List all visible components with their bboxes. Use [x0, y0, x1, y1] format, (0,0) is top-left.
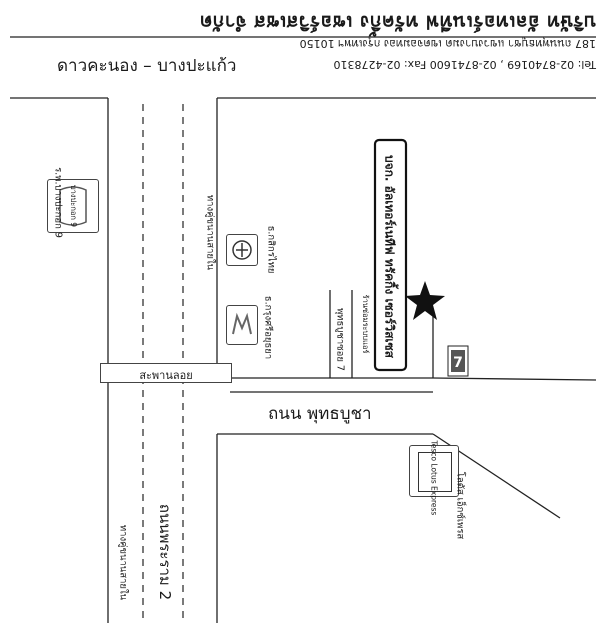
- svg-text:7: 7: [453, 355, 463, 371]
- lotus-logo-box: Tesco Lotus Express: [409, 441, 459, 515]
- lane-label-upper: ทางคู่ขนานสายใน: [204, 194, 216, 271]
- lotus-label: โลตัส เอ็กซ์เพรส: [454, 471, 466, 540]
- hospital-logo-text: บางปะกอก 9: [69, 184, 78, 228]
- company-name: บริษัท อัลเทอร์เนทีฟ ทรัคกิ้ง เซอร์วิสเซ…: [199, 11, 596, 33]
- lotus-logo-icon: [418, 452, 452, 492]
- bank-thai-label: ธ.กสิกรไทย: [265, 225, 277, 274]
- office-label: บจก. อัลเทอร์เนทีฟ ทรัคกิ้ง เซอร์วิสเซส: [382, 155, 397, 358]
- seven-eleven-icon: 7: [447, 345, 469, 377]
- lane-label-lower: ทางคู่ขนานสายใน: [117, 524, 129, 601]
- hospital-label: ร.พ.บางปะกอก 9: [52, 167, 64, 238]
- bank-krungsri-label: ธ.กรุงศรีอยุธยา: [262, 295, 274, 360]
- office-box: [373, 138, 408, 372]
- shop-label: ร้านซ่อมระบบแอร์: [361, 294, 370, 354]
- soi-label: พุทธบูชาซอย 7: [334, 308, 346, 371]
- road-vertical-name: ถนนพระราม 2: [156, 503, 174, 601]
- company-address: 187 ถนนพุทธบูชา แขวงบางมด เขตจอมทอง กรุง…: [299, 37, 596, 50]
- road-top-name: ดาวคะนอง – บางปะแก้ว: [57, 56, 237, 76]
- bridge-label: สะพานลอย: [139, 369, 193, 382]
- kbank-logo-icon: [226, 234, 258, 266]
- star-icon: [405, 281, 445, 320]
- hospital-logo-box: บางปะกอก 9: [47, 179, 99, 233]
- krungsri-logo-icon: [226, 305, 258, 345]
- company-contact: Tel: 02-8740169 , 02-8741600 Fax: 02-427…: [333, 58, 596, 71]
- road-main-name: ถนน พุทธบูชา: [268, 404, 372, 424]
- bridge-box: สะพานลอย: [100, 363, 232, 383]
- hospital-logo-icon: [59, 186, 87, 226]
- lotus-logo-text: Tesco Lotus Express: [429, 440, 439, 516]
